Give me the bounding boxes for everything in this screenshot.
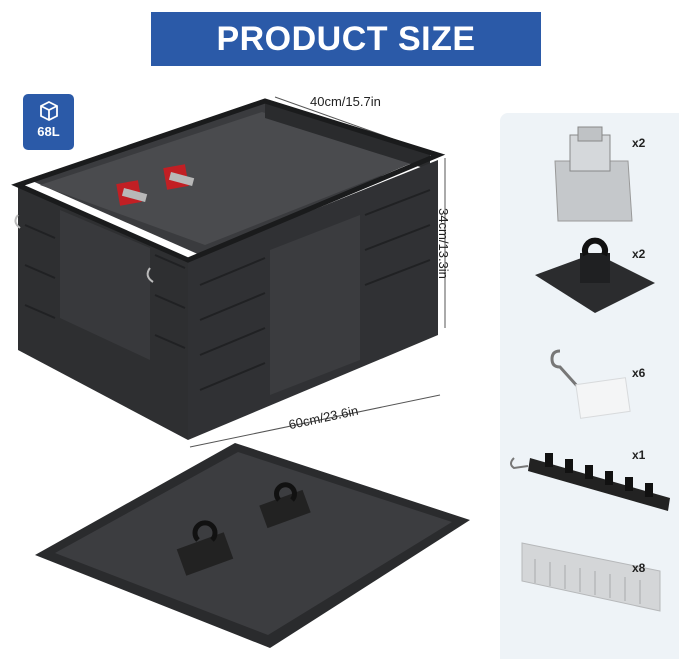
box-cube-icon: [39, 100, 58, 122]
page-title: PRODUCT SIZE: [216, 19, 476, 58]
quantity-label: x6: [632, 366, 646, 380]
tool-holder-strip-icon: [510, 453, 670, 511]
quick-connector-icon: [554, 126, 633, 222]
capacity-label: 68L: [37, 124, 60, 139]
quantity-label: x2: [632, 136, 646, 150]
quantity-label: x2: [632, 247, 646, 261]
capacity-badge: 68L: [23, 94, 74, 150]
hook-mount-icon: [535, 237, 655, 313]
s-hook-tag-icon: [550, 349, 631, 419]
page-title-banner: PRODUCT SIZE: [151, 12, 541, 66]
dimension-height: 34cm/13.3in: [435, 208, 451, 279]
crate-illustration: [11, 96, 470, 648]
accessories-illustration: [510, 126, 670, 612]
quantity-label: x1: [632, 448, 646, 462]
divider-comb-icon: [521, 542, 661, 612]
dimension-width: 40cm/15.7in: [310, 94, 381, 109]
quantity-label: x8: [632, 561, 646, 575]
